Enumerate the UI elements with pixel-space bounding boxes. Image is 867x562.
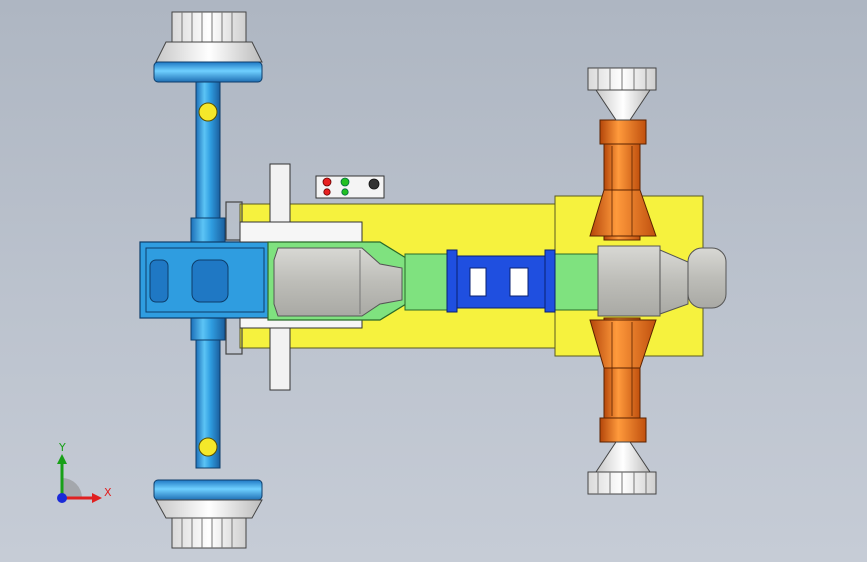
drive-shaft[interactable] xyxy=(446,249,556,313)
y-axis-label: Y xyxy=(58,441,66,454)
front-frame-block[interactable] xyxy=(139,241,271,319)
x-axis-label: X xyxy=(104,486,112,499)
differential-housing[interactable] xyxy=(597,245,727,317)
wheel-icon[interactable] xyxy=(153,479,263,549)
wheel-icon[interactable] xyxy=(587,441,657,495)
rear-axle[interactable] xyxy=(589,119,657,443)
wheel-icon[interactable] xyxy=(153,11,263,83)
wheel-icon[interactable] xyxy=(587,67,657,121)
control-panel-icon[interactable] xyxy=(315,175,385,199)
coordinate-triad: Y X xyxy=(57,441,112,503)
gearbox-icon[interactable] xyxy=(273,247,403,317)
